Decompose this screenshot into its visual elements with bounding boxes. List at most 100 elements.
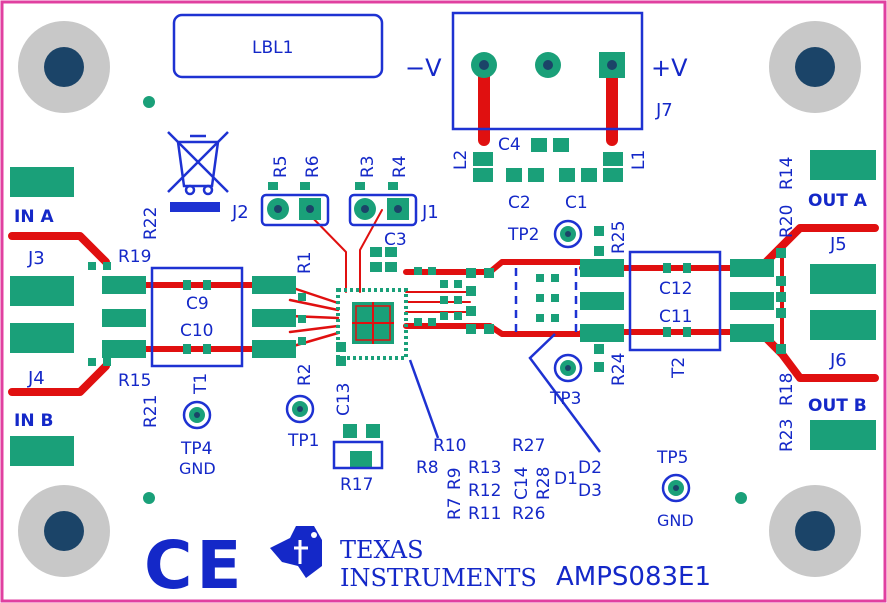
label-gnd-tp5: GND (657, 511, 694, 530)
ti-logo-icon (270, 526, 322, 578)
t1-outline (150, 266, 244, 368)
pad (810, 264, 876, 294)
designator-j6: J6 (829, 350, 847, 371)
designator-l1: L1 (629, 150, 649, 170)
pad (810, 310, 876, 340)
designator-r1: R1 (295, 251, 315, 274)
designator-r8: R8 (416, 458, 439, 478)
fiducial (735, 492, 747, 504)
designator-tp5: TP5 (656, 448, 688, 468)
designator-t1: T1 (191, 373, 211, 395)
designator-c10: C10 (180, 321, 214, 341)
designator-c14: C14 (512, 466, 532, 500)
designator-r26: R26 (512, 504, 545, 524)
j7-outline (451, 11, 644, 131)
designator-r5: R5 (271, 155, 291, 178)
j2-outline (260, 193, 330, 227)
designator-r3: R3 (358, 155, 378, 178)
ce-mark-icon: CE (144, 527, 246, 603)
t2-outline (628, 250, 722, 352)
smd-pads (88, 138, 786, 467)
designator-r14: R14 (777, 157, 797, 190)
designator-r2: R2 (295, 363, 315, 386)
designator-r12: R12 (468, 481, 501, 501)
designator-d2: D2 (578, 458, 602, 478)
jumper-headers (267, 198, 409, 220)
designator-c4: C4 (498, 135, 521, 155)
ic-footprint (336, 288, 408, 360)
designator-c13: C13 (334, 382, 354, 416)
designator-r21: R21 (141, 395, 161, 428)
designator-j5: J5 (829, 234, 847, 255)
pad (10, 276, 74, 306)
designator-r15: R15 (118, 371, 151, 391)
board-name: AMPS083E1 (556, 562, 711, 592)
weee-icon (167, 131, 229, 196)
designator-r23: R23 (777, 419, 797, 452)
label-gnd-tp4: GND (179, 459, 216, 478)
test-points (182, 219, 691, 503)
designator-r22: R22 (141, 207, 161, 240)
pad (10, 436, 74, 466)
fiducial (143, 492, 155, 504)
label-lbl1: LBL1 (252, 38, 293, 58)
designator-r28: R28 (534, 467, 554, 500)
designator-r10: R10 (433, 436, 466, 456)
designator-r18: R18 (777, 373, 797, 406)
label-plus-v: +V (651, 54, 688, 82)
ce-mark: CE (144, 527, 246, 603)
designator-d1: D1 (554, 469, 578, 489)
designator-d3: D3 (578, 481, 602, 501)
designator-r4: R4 (390, 155, 410, 178)
designator-r20: R20 (777, 205, 797, 238)
manufacturer-line1: TEXAS (340, 536, 424, 564)
pad (10, 167, 74, 197)
fiducial (143, 96, 155, 108)
label-in-b: IN B (14, 411, 53, 431)
designator-c9: C9 (186, 294, 209, 314)
j1-outline (348, 193, 418, 227)
designator-tp1: TP1 (287, 431, 319, 451)
designator-r19: R19 (118, 247, 151, 267)
designator-c3: C3 (384, 230, 407, 250)
pad (10, 323, 74, 353)
designator-tp4: TP4 (180, 439, 212, 459)
designator-j2: J2 (231, 202, 249, 223)
label-out-b: OUT B (808, 396, 867, 416)
designator-j1: J1 (421, 202, 439, 223)
designator-t2: T2 (669, 357, 689, 379)
designator-tp2: TP2 (507, 225, 539, 245)
designator-c11: C11 (659, 307, 693, 327)
designator-c12: C12 (659, 279, 693, 299)
silkscreen-outlines (150, 11, 722, 470)
transformer-pads (102, 259, 774, 358)
label-box (172, 13, 384, 79)
designator-r24: R24 (609, 353, 629, 386)
designator-r17: R17 (340, 475, 373, 495)
designator-r9: R9 (445, 467, 465, 490)
j7-header (471, 52, 625, 78)
label-out-a: OUT A (808, 191, 868, 211)
board-text: LBL1 −V +V IN A IN B OUT A OUT B GND GND… (14, 38, 868, 592)
designator-j4: J4 (27, 368, 45, 389)
designator-c1: C1 (565, 193, 588, 213)
manufacturer-line2: INSTRUMENTS (340, 564, 537, 592)
designator-r11: R11 (468, 504, 501, 524)
designator-tp3: TP3 (549, 389, 581, 409)
designator-j3: J3 (27, 248, 45, 269)
pad (810, 150, 876, 180)
designator-l2: L2 (451, 150, 471, 170)
designator-c2: C2 (508, 193, 531, 213)
mounting-holes (18, 21, 861, 577)
designator-r6: R6 (303, 155, 323, 178)
edge-connector-pads (10, 150, 876, 466)
designator-r25: R25 (609, 221, 629, 254)
r17-outline (332, 440, 384, 470)
designator-r7: R7 (445, 497, 465, 520)
label-in-a: IN A (14, 207, 54, 227)
designator-r13: R13 (468, 458, 501, 478)
pad (810, 420, 876, 450)
designator-j7: J7 (655, 100, 673, 121)
label-minus-v: −V (405, 54, 442, 82)
